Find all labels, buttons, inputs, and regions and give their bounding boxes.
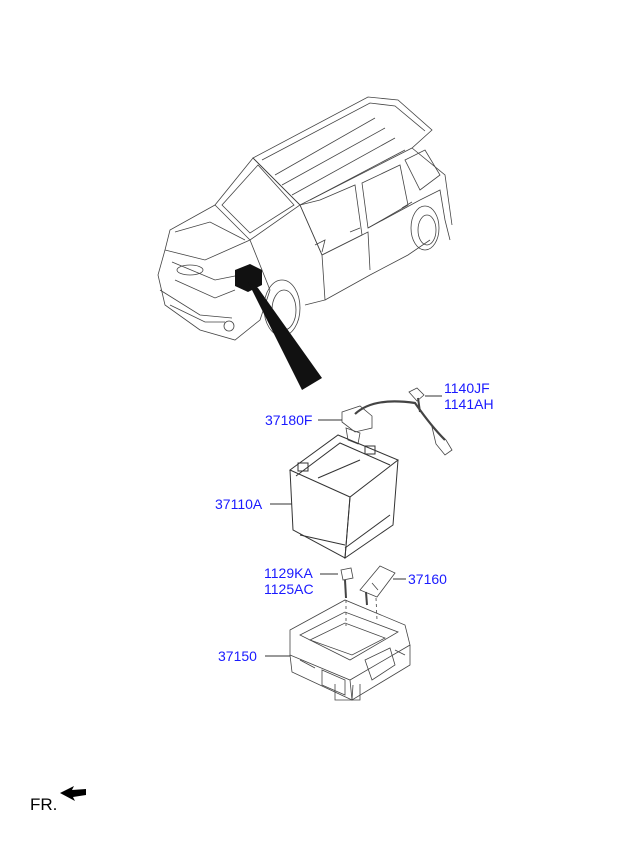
battery-location-marker <box>235 264 322 390</box>
part-label-37110a[interactable]: 37110A <box>215 496 263 512</box>
front-orientation-label: FR. <box>30 795 58 814</box>
battery-cable-illustration <box>341 387 453 456</box>
hold-down-bolt-illustration <box>340 567 354 626</box>
part-label-37150[interactable]: 37150 <box>218 648 257 664</box>
part-label-37180f[interactable]: 37180F <box>265 412 313 428</box>
battery-illustration <box>289 434 399 560</box>
front-direction-arrow-icon <box>60 786 86 801</box>
part-label-37160[interactable]: 37160 <box>408 571 447 587</box>
part-label-1140jf[interactable]: 1140JF <box>444 380 490 396</box>
part-label-1129ka[interactable]: 1129KA <box>264 565 313 581</box>
part-label-1141ah[interactable]: 1141AH <box>444 396 494 412</box>
vehicle-illustration <box>157 96 453 341</box>
battery-tray-illustration <box>289 599 411 701</box>
battery-clamp-bracket-illustration <box>359 565 396 621</box>
part-label-1125ac[interactable]: 1125AC <box>264 581 314 597</box>
